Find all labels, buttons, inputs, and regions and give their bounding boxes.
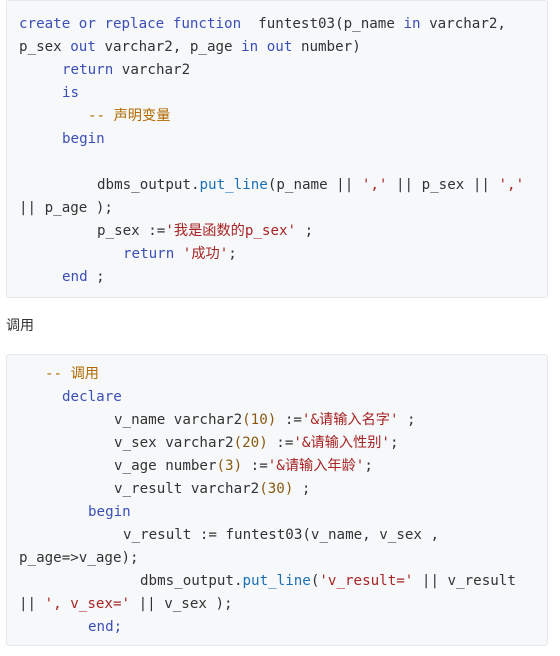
- code-line: v_result varchar2(30) ;: [114, 478, 310, 501]
- number-literal: (20): [233, 435, 268, 451]
- arguments: || v_result: [413, 573, 516, 589]
- string-literal: '成功': [182, 246, 229, 262]
- identifier: p_name: [343, 16, 395, 32]
- keyword: out: [266, 39, 293, 55]
- identifier: p_sex: [19, 39, 62, 55]
- type: number: [300, 39, 353, 55]
- code-line: p_sex out varchar2, p_age in out number): [19, 36, 361, 59]
- arguments: || v_sex );: [130, 596, 233, 612]
- code-line: p_sex :='我是函数的p_sex' ;: [97, 220, 313, 243]
- keyword: is: [62, 85, 80, 101]
- variable-declaration: v_result varchar2: [114, 481, 260, 497]
- string-literal: '&请输入年龄': [267, 458, 365, 474]
- statement: p_age=>v_age);: [19, 550, 139, 566]
- code-line: declare: [62, 386, 122, 409]
- code-line: dbms_output.put_line(p_name || ',' || p_…: [97, 174, 524, 197]
- keyword: return: [62, 62, 114, 78]
- variable-declaration: v_sex varchar2: [114, 435, 234, 451]
- assignment: :=: [242, 458, 268, 474]
- string-literal: ', v_sex=': [44, 596, 131, 612]
- keyword: in: [403, 16, 421, 32]
- code-line: -- 声明变量: [88, 105, 170, 128]
- operator: ||: [19, 596, 45, 612]
- arguments: || p_sex ||: [387, 177, 499, 193]
- punctuation: ;: [228, 246, 237, 262]
- punctuation: ;: [389, 435, 399, 451]
- code-line: || ', v_sex=' || v_sex );: [19, 593, 233, 616]
- arguments: (p_name ||: [267, 177, 362, 193]
- number-literal: (30): [259, 481, 294, 497]
- number-literal: (10): [242, 412, 277, 428]
- statement: v_result := funtest03(v_name, v_sex ,: [123, 527, 440, 543]
- punctuation: (: [310, 573, 320, 589]
- type: varchar2,: [104, 39, 182, 55]
- code-line: is: [62, 82, 79, 105]
- punctuation: ;: [87, 269, 105, 285]
- arguments: || p_age );: [19, 200, 113, 216]
- paragraph-text: 调用: [6, 317, 34, 333]
- keyword: declare: [62, 389, 122, 405]
- string-literal: ',': [498, 177, 525, 193]
- keyword: return: [123, 246, 175, 262]
- code-block-function-definition: create or replace function funtest03(p_n…: [6, 0, 548, 298]
- code-line: || p_age );: [19, 197, 113, 220]
- code-line: v_age number(3) :='&请输入年龄';: [114, 455, 373, 478]
- type: varchar2: [121, 62, 191, 78]
- string-literal: '&请输入性别': [293, 435, 390, 451]
- assignment: :=: [267, 435, 294, 451]
- punctuation: ;: [296, 223, 314, 239]
- string-literal: '&请输入名字': [301, 412, 399, 428]
- assignment: :=: [276, 412, 302, 428]
- keyword: function: [172, 16, 242, 32]
- comment: -- 声明变量: [88, 108, 171, 124]
- keyword: end: [62, 269, 88, 285]
- string-literal: 'v_result=': [319, 573, 414, 589]
- string-literal: '我是函数的p_sex': [165, 223, 297, 239]
- code-line: create or replace function funtest03(p_n…: [19, 13, 506, 36]
- code-line: p_age=>v_age);: [19, 547, 139, 570]
- code-line: end ;: [62, 266, 105, 289]
- code-line: return '成功';: [123, 243, 237, 266]
- function-call: put_line: [242, 573, 311, 589]
- variable-declaration: v_age number: [114, 458, 217, 474]
- code-line: return varchar2: [62, 59, 190, 82]
- code-line: begin: [62, 128, 105, 151]
- punctuation: ;: [293, 481, 311, 497]
- code-line: v_result := funtest03(v_name, v_sex ,: [123, 524, 439, 547]
- variable-declaration: v_name varchar2: [114, 412, 243, 428]
- code-line: -- 调用: [45, 363, 99, 386]
- function-call: put_line: [199, 177, 268, 193]
- string-literal: ',': [361, 177, 388, 193]
- function-name: funtest03: [258, 16, 336, 32]
- punctuation: ;: [398, 412, 416, 428]
- keyword: end;: [88, 619, 123, 635]
- code-line: v_name varchar2(10) :='&请输入名字' ;: [114, 409, 416, 432]
- assignment: p_sex :=: [97, 223, 166, 239]
- code-line: begin: [88, 501, 131, 524]
- keyword: create: [19, 16, 71, 32]
- keyword: out: [70, 39, 96, 55]
- comment: -- 调用: [45, 366, 99, 382]
- code-line: v_sex varchar2(20) :='&请输入性别';: [114, 432, 399, 455]
- code-line: dbms_output.put_line('v_result=' || v_re…: [140, 570, 516, 593]
- punctuation: ;: [364, 458, 373, 474]
- keyword: in: [241, 39, 259, 55]
- keyword: or: [78, 16, 96, 32]
- keyword: begin: [88, 504, 131, 520]
- number-literal: (3): [216, 458, 243, 474]
- code-line: end;: [88, 616, 122, 639]
- type: varchar2,: [429, 16, 506, 32]
- identifier: dbms_output.: [140, 573, 243, 589]
- punctuation: ): [352, 39, 361, 55]
- keyword: replace: [104, 16, 165, 32]
- identifier: dbms_output.: [97, 177, 200, 193]
- code-block-call-example: -- 调用 declare v_name varchar2(10) :='&请输…: [6, 354, 548, 646]
- keyword: begin: [62, 131, 105, 147]
- punctuation: (: [335, 16, 344, 32]
- identifier: p_age: [189, 39, 233, 55]
